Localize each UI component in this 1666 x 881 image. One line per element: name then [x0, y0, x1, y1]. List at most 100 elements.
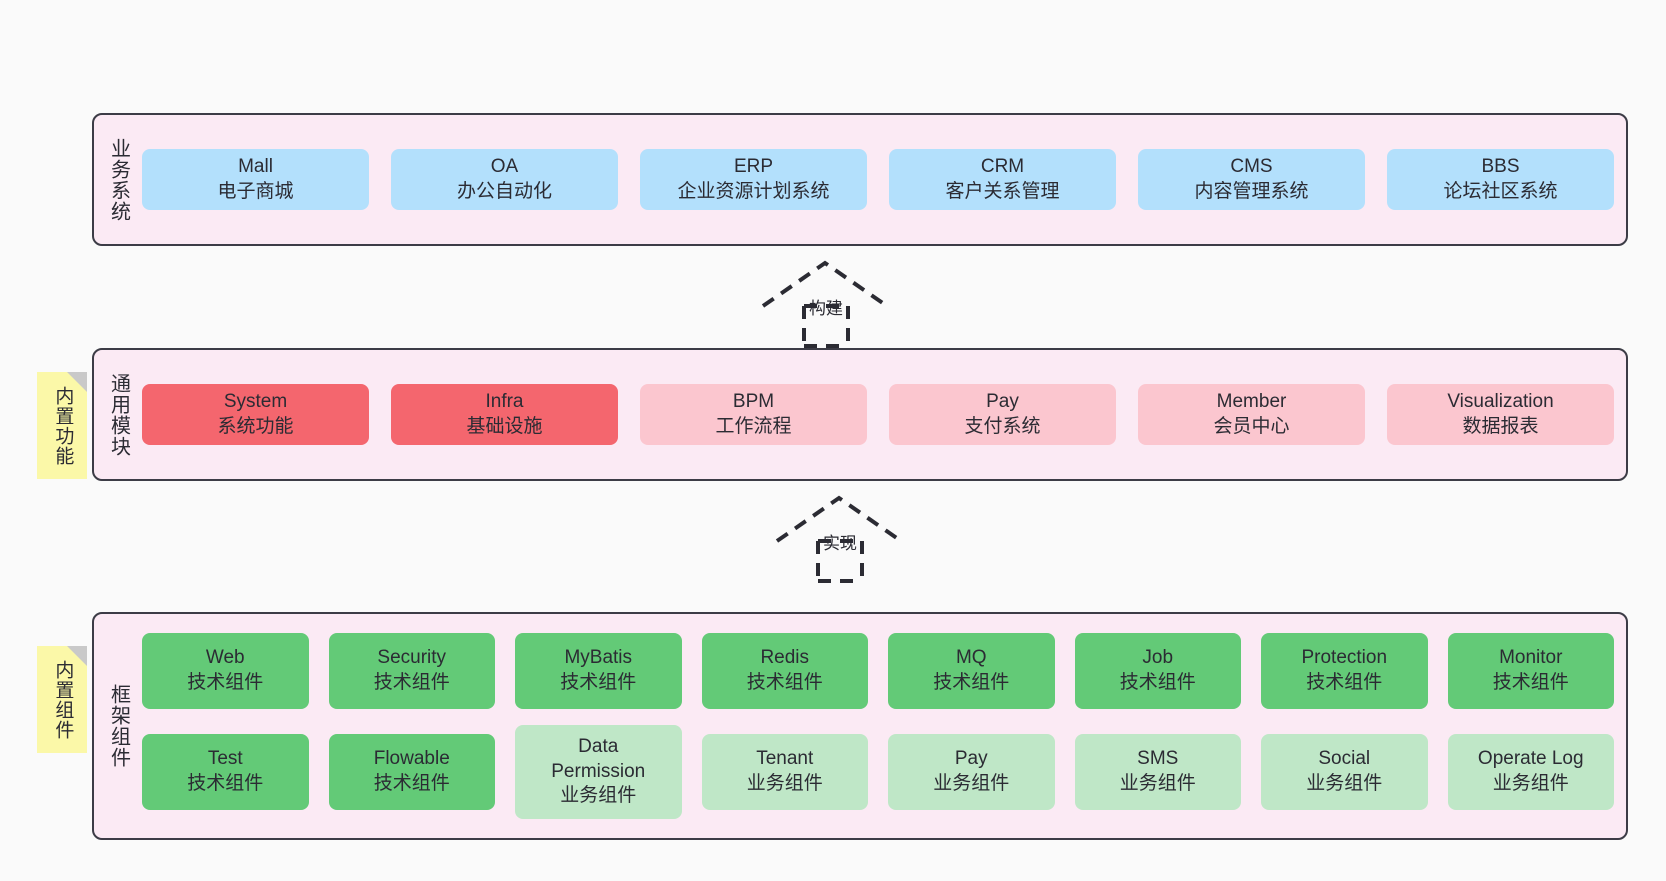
connector-build-label: 构建 [809, 299, 843, 318]
card-title: Web [205, 647, 245, 669]
card-monitor[interactable]: Monitor 技术组件 [1447, 633, 1614, 709]
layer-body-common-modules: System 系统功能 Infra 基础设施 BPM 工作流程 Pay 支付系统… [142, 350, 1626, 479]
card-row: Mall 电子商城 OA 办公自动化 ERP 企业资源计划系统 CRM 客户关系… [142, 148, 1614, 211]
card-title: MQ [955, 647, 987, 669]
card-title: Data Permission [551, 735, 646, 782]
card-flowable[interactable]: Flowable 技术组件 [328, 734, 495, 810]
layer-title-business-systems: 业务系统 [107, 137, 130, 222]
card-data-permission[interactable]: Data Permission 业务组件 [515, 725, 682, 819]
card-member[interactable]: Member 会员中心 [1138, 383, 1365, 446]
card-title: Test [207, 748, 243, 770]
card-security[interactable]: Security 技术组件 [328, 633, 495, 709]
card-pay[interactable]: Pay 支付系统 [889, 383, 1116, 446]
sticky-note-label: 内置组件 [52, 659, 74, 740]
card-cms[interactable]: CMS 内容管理系统 [1138, 148, 1365, 211]
card-title: Security [377, 647, 447, 669]
card-title: BBS [1481, 155, 1520, 177]
card-bpm[interactable]: BPM 工作流程 [640, 383, 867, 446]
card-web[interactable]: Web 技术组件 [142, 633, 309, 709]
card-title: CRM [980, 155, 1025, 177]
card-visualization[interactable]: Visualization 数据报表 [1387, 383, 1614, 446]
card-subtitle: 电子商城 [217, 180, 294, 202]
card-title: Tenant [756, 748, 814, 770]
card-system[interactable]: System 系统功能 [142, 383, 369, 446]
layer-business-systems: 业务系统 Mall 电子商城 OA 办公自动化 ERP 企业资源计划系统 CRM… [92, 113, 1628, 246]
connector-implement-label: 实现 [823, 534, 857, 553]
card-title: Pay [986, 390, 1019, 412]
card-subtitle: 技术组件 [933, 672, 1010, 693]
card-tenant[interactable]: Tenant 业务组件 [701, 734, 868, 810]
card-subtitle: 支付系统 [964, 415, 1041, 437]
card-subtitle: 基础设施 [466, 415, 543, 437]
card-social[interactable]: Social 业务组件 [1261, 734, 1428, 810]
card-pay-component[interactable]: Pay 业务组件 [888, 734, 1055, 810]
card-title: Visualization [1447, 390, 1554, 412]
card-mq[interactable]: MQ 技术组件 [888, 633, 1055, 709]
card-subtitle: 内容管理系统 [1194, 180, 1309, 202]
card-subtitle: 技术组件 [560, 672, 637, 693]
card-title: Protection [1301, 647, 1388, 669]
card-crm[interactable]: CRM 客户关系管理 [889, 148, 1116, 211]
card-rows: Web 技术组件 Security 技术组件 MyBatis 技术组件 Redi… [142, 633, 1614, 819]
card-erp[interactable]: ERP 企业资源计划系统 [640, 148, 867, 211]
card-subtitle: 业务组件 [560, 785, 637, 807]
card-title: Monitor [1499, 647, 1563, 669]
card-title: Infra [485, 390, 524, 412]
card-title: Pay [954, 748, 988, 770]
card-subtitle: 业务组件 [1492, 773, 1569, 794]
card-row: Web 技术组件 Security 技术组件 MyBatis 技术组件 Redi… [142, 633, 1614, 709]
card-redis[interactable]: Redis 技术组件 [701, 633, 868, 709]
card-sms[interactable]: SMS 业务组件 [1074, 734, 1241, 810]
connector-implement: 实现 [772, 493, 922, 583]
card-subtitle: 客户关系管理 [945, 180, 1060, 202]
card-subtitle: 技术组件 [1492, 672, 1569, 693]
card-title: Flowable [373, 748, 450, 770]
card-subtitle: 业务组件 [1119, 773, 1196, 794]
card-subtitle: 会员中心 [1213, 415, 1290, 437]
sticky-note-label: 内置功能 [52, 385, 74, 466]
card-job[interactable]: Job 技术组件 [1074, 633, 1241, 709]
card-subtitle: 技术组件 [1119, 672, 1196, 693]
card-row: System 系统功能 Infra 基础设施 BPM 工作流程 Pay 支付系统… [142, 383, 1614, 446]
card-title: OA [490, 155, 519, 177]
card-subtitle: 技术组件 [373, 773, 450, 794]
card-bbs[interactable]: BBS 论坛社区系统 [1387, 148, 1614, 211]
card-subtitle: 系统功能 [217, 415, 294, 437]
card-subtitle: 办公自动化 [456, 180, 552, 202]
connector-build-glyph [761, 260, 889, 348]
layer-common-modules: 通用模块 System 系统功能 Infra 基础设施 BPM 工作流程 Pay… [92, 348, 1628, 481]
layer-body-business-systems: Mall 电子商城 OA 办公自动化 ERP 企业资源计划系统 CRM 客户关系… [142, 115, 1626, 244]
layer-framework-components: 框架组件 Web 技术组件 Security 技术组件 MyBatis 技术组件 [92, 612, 1628, 840]
card-title: CMS [1230, 155, 1273, 177]
card-subtitle: 企业资源计划系统 [677, 180, 830, 202]
connector-build: 构建 [758, 258, 908, 348]
card-title: MyBatis [564, 647, 633, 669]
card-title: Redis [760, 647, 810, 669]
card-protection[interactable]: Protection 技术组件 [1261, 633, 1428, 709]
connector-implement-glyph [775, 495, 903, 583]
card-title: Member [1216, 390, 1287, 412]
card-row: Test 技术组件 Flowable 技术组件 Data Permission … [142, 725, 1614, 819]
sticky-note-builtin-components: 内置组件 [37, 646, 87, 753]
card-subtitle: 业务组件 [933, 773, 1010, 794]
note-fold-corner-icon [67, 372, 87, 392]
card-title: System [223, 390, 288, 412]
card-subtitle: 技术组件 [373, 672, 450, 693]
card-subtitle: 论坛社区系统 [1443, 180, 1558, 202]
card-subtitle: 业务组件 [746, 773, 823, 794]
card-subtitle: 技术组件 [1306, 672, 1383, 693]
card-title: ERP [733, 155, 774, 177]
card-mybatis[interactable]: MyBatis 技术组件 [515, 633, 682, 709]
card-title: Job [1142, 647, 1174, 669]
card-subtitle: 技术组件 [187, 672, 264, 693]
card-oa[interactable]: OA 办公自动化 [391, 148, 618, 211]
sticky-note-builtin-features: 内置功能 [37, 372, 87, 479]
card-title: Social [1318, 748, 1371, 770]
card-operate-log[interactable]: Operate Log 业务组件 [1447, 734, 1614, 810]
card-test[interactable]: Test 技术组件 [142, 734, 309, 810]
card-infra[interactable]: Infra 基础设施 [391, 383, 618, 446]
card-mall[interactable]: Mall 电子商城 [142, 148, 369, 211]
card-title: Operate Log [1477, 748, 1584, 770]
card-title: Mall [238, 155, 273, 177]
